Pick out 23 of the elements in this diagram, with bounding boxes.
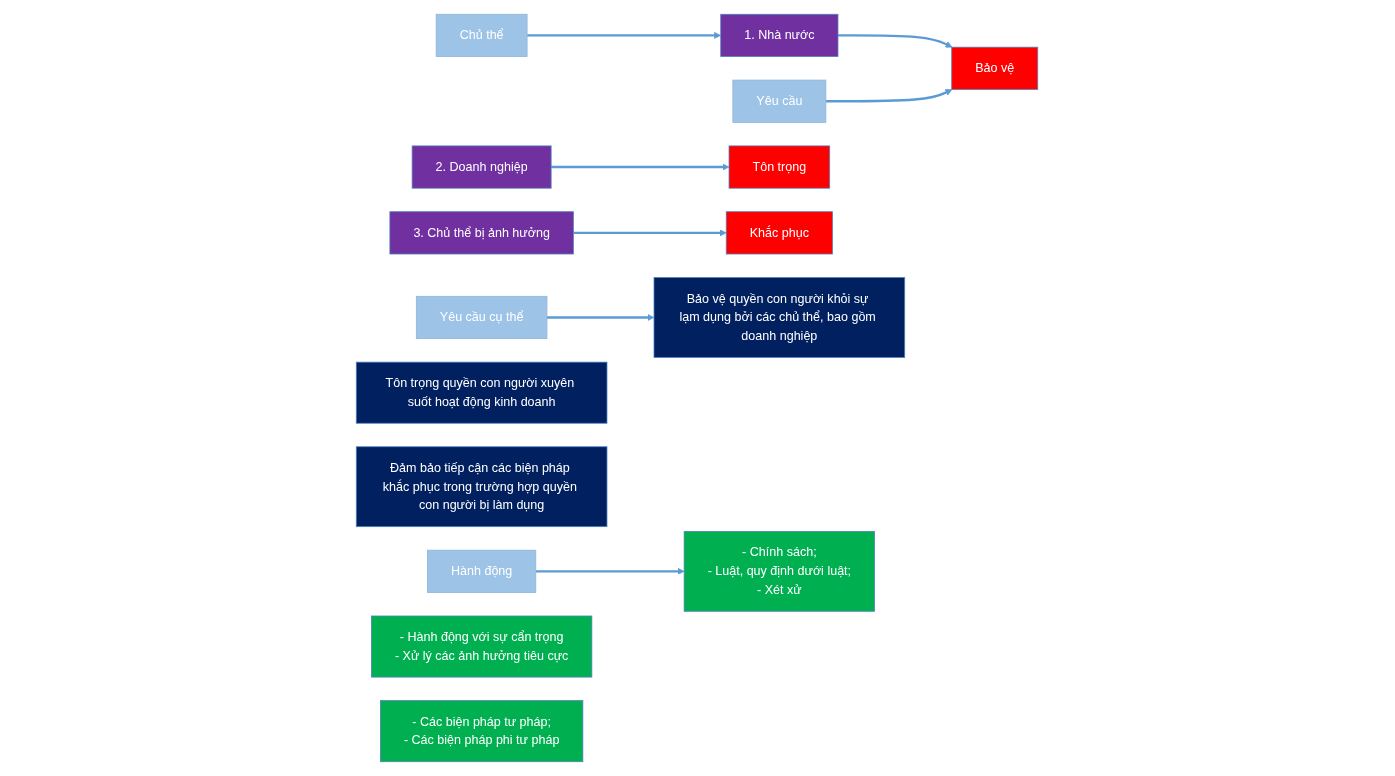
node-box: 2. Doanh nghiệp [412, 145, 552, 189]
node-box: Yêu cầu [732, 79, 827, 123]
node-box: Khắc phục [726, 211, 834, 255]
arrow [551, 163, 730, 171]
arrow [573, 229, 728, 237]
node-box: 3. Chủ thể bị ảnh hưởng [389, 211, 575, 255]
node-box: Tôn trọng [729, 145, 831, 189]
node-box: Yêu cầu cụ thể [416, 295, 548, 339]
arrow [527, 31, 722, 39]
arrow [838, 34, 953, 48]
node-box: Hành động [427, 549, 537, 593]
node-box: Bảo vệ [951, 46, 1039, 90]
arrow [547, 314, 655, 321]
node-box: Bảo vệ quyền con người khỏi sự lạm dụng bởi các chủ thể, bao gồm doanh nghiệp [654, 277, 906, 358]
arrow [536, 567, 685, 575]
node-box: - Chính sách; - Luật, quy định dưới luật; - Xét xử [684, 531, 876, 612]
arrow [826, 89, 953, 103]
node-box: 1. Nhà nước [720, 13, 839, 57]
node-box: - Hành động với sự cẩn trọng - Xử lý các ảnh hưởng tiêu cực [371, 615, 593, 678]
node-box: - Các biện pháp tư pháp; - Các biện pháp phi tư pháp [380, 700, 584, 763]
node-box: Tôn trọng quyền con người xuyên suốt hoạt động kinh doanh [356, 361, 608, 424]
node-box: Chủ thể [436, 13, 528, 57]
node-box: Đảm bảo tiếp cận các biện pháp khắc phục trong trường hợp quyền con người bị làm dụng [356, 446, 608, 528]
